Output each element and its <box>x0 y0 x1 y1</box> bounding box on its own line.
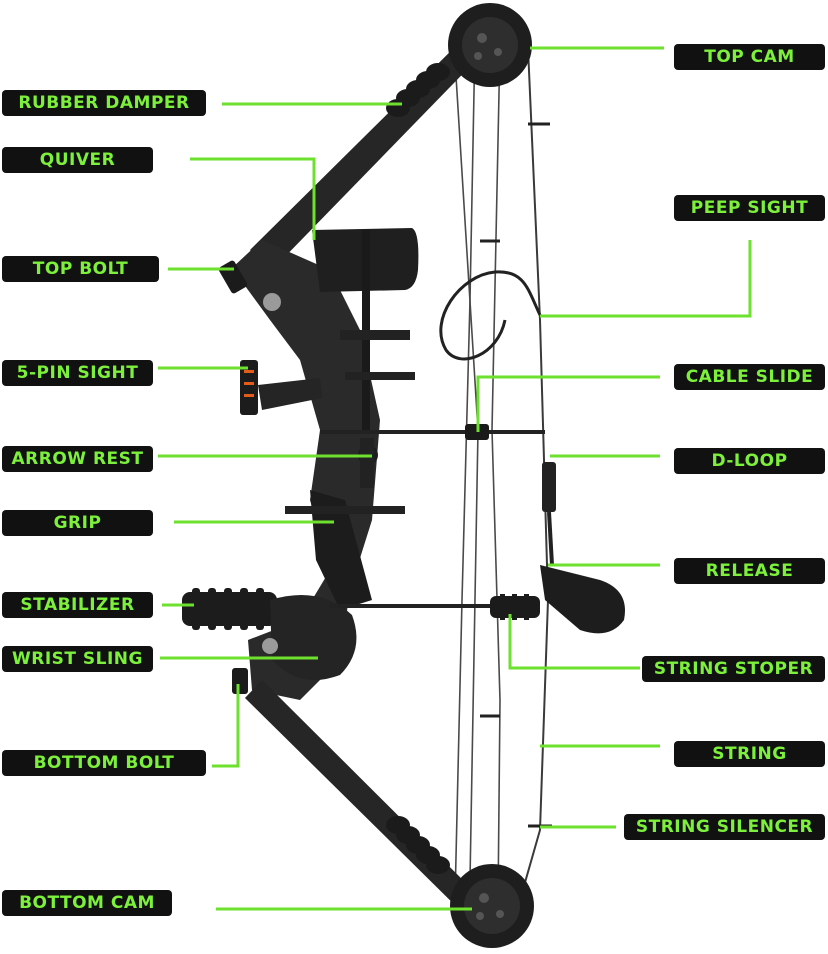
leader-cable-slide <box>476 375 660 432</box>
bow-cables <box>454 39 501 906</box>
grip <box>310 490 372 610</box>
leader-peep-sight <box>540 240 752 318</box>
bottom-cam <box>450 864 534 948</box>
leader-lines <box>158 46 752 911</box>
label-string: STRING <box>674 741 825 767</box>
label-5-pin-sight: 5-PIN SIGHT <box>2 360 153 386</box>
top-rubber-damper <box>386 63 450 117</box>
top-bolt-knob <box>263 293 281 311</box>
label-top-cam: TOP CAM <box>674 44 825 70</box>
string-stopper <box>490 594 540 620</box>
label-bottom-bolt: BOTTOM BOLT <box>2 750 206 776</box>
peep-sight-tube <box>439 270 542 361</box>
label-string-silencer: STRING SILENCER <box>624 814 825 840</box>
five-pin-sight <box>240 360 322 415</box>
label-peep-sight: PEEP SIGHT <box>674 195 825 221</box>
bottom-bolt-knob <box>262 638 278 654</box>
label-grip: GRIP <box>2 510 153 536</box>
label-arrow-rest: ARROW REST <box>2 446 153 472</box>
stabilizer <box>182 588 277 630</box>
label-stabilizer: STABILIZER <box>2 592 153 618</box>
label-string-stoper: STRING STOPER <box>642 656 825 682</box>
leader-bottom-bolt <box>212 684 240 768</box>
leader-string-stoper <box>508 614 640 670</box>
label-top-bolt: TOP BOLT <box>2 256 159 282</box>
lower-rest-rod <box>285 506 405 514</box>
label-d-loop: D-LOOP <box>674 448 825 474</box>
label-release: RELEASE <box>674 558 825 584</box>
top-cam <box>448 3 532 87</box>
label-cable-slide: CABLE SLIDE <box>674 364 825 390</box>
release <box>540 462 625 634</box>
label-wrist-sling: WRIST SLING <box>2 646 153 672</box>
label-bottom-cam: BOTTOM CAM <box>2 890 172 916</box>
string-nocks <box>480 122 552 828</box>
bottom-rubber-damper <box>386 816 450 874</box>
label-quiver: QUIVER <box>2 147 153 173</box>
bottom-bolt <box>232 668 248 694</box>
label-rubber-damper: RUBBER DAMPER <box>2 90 206 116</box>
bottom-limb <box>245 680 488 920</box>
leader-quiver <box>190 157 316 240</box>
quiver <box>312 228 419 430</box>
